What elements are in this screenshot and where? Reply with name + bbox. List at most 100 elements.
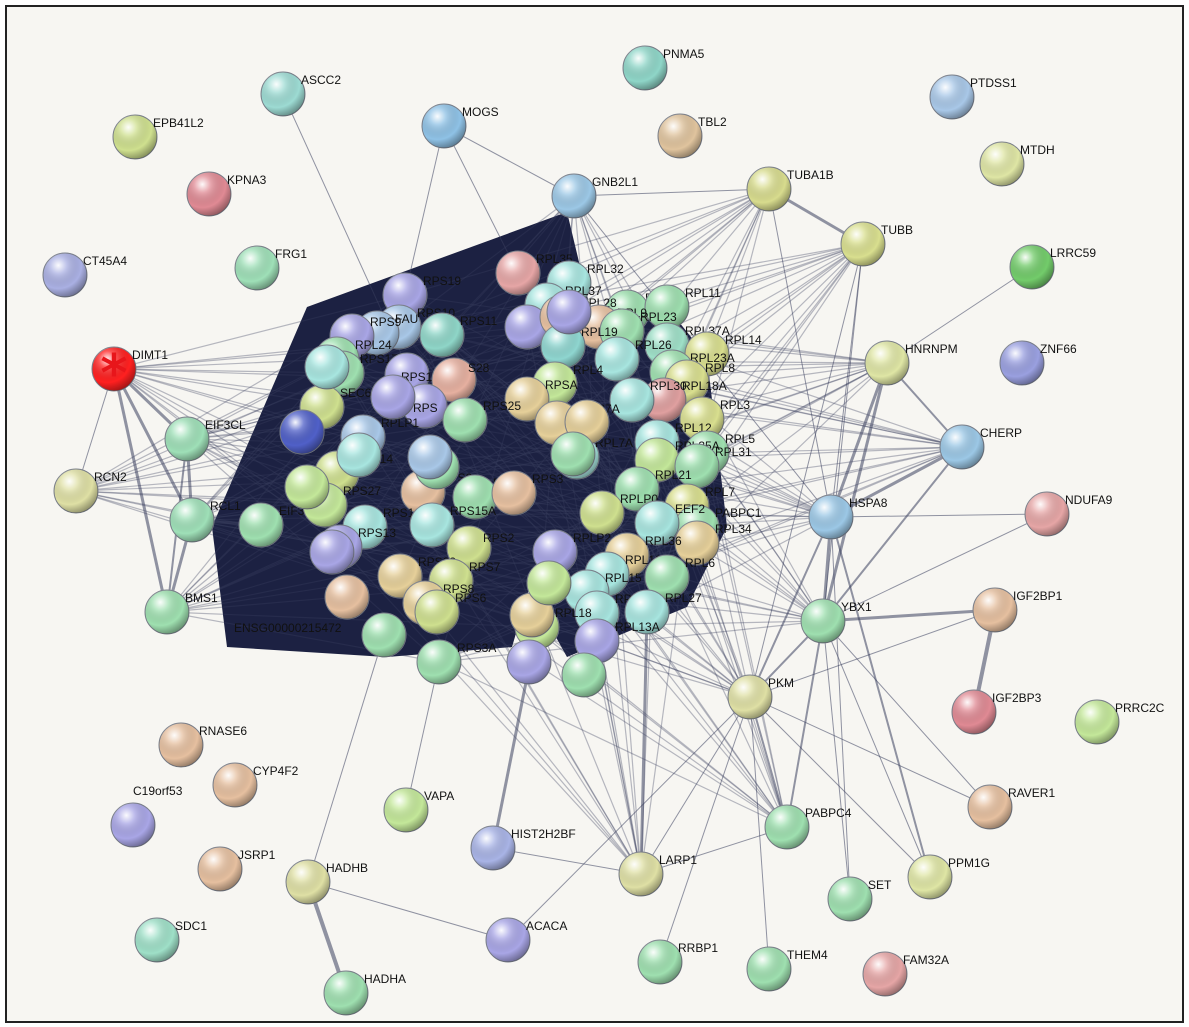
node-gnb2l1[interactable]: GNB2L1 (551, 173, 638, 219)
node-rpl6[interactable]: RPL6 (644, 554, 715, 600)
node-rpl19[interactable]: RPL19 (540, 323, 618, 369)
node-cherp[interactable]: CHERP (939, 424, 1022, 470)
node-shine (324, 971, 368, 1015)
node-label: RPL8 (705, 361, 735, 375)
node-label: SET (868, 878, 892, 892)
node-epb41l2[interactable]: EPB41L2 (112, 114, 204, 160)
node-igf2bp1[interactable]: IGF2BP1 (972, 587, 1063, 633)
node-ct45a4[interactable]: CT45A4 (42, 252, 127, 298)
node-dimt1[interactable]: *DIMT1 (91, 344, 168, 404)
node-prrc2c[interactable]: PRRC2C (1074, 699, 1165, 745)
node-label: PABPC1 (715, 506, 762, 520)
node-hspa8[interactable]: HSPA8 (808, 494, 888, 540)
node-raver1[interactable]: RAVER1 (967, 784, 1055, 830)
node-shine (940, 425, 984, 469)
node-c19orf53[interactable]: C19orf53 (110, 784, 183, 848)
node-rpsa[interactable]: RPSA (504, 376, 578, 422)
node-rpl18a[interactable]: RPL18A (641, 377, 727, 423)
node-rpl35[interactable]: RPL35 (495, 250, 573, 296)
node-ensg00000215472[interactable]: ENSG00000215472 (234, 612, 407, 658)
node-hadhb[interactable]: HADHB (285, 859, 368, 905)
node-rpl26[interactable]: RPL26 (594, 336, 672, 382)
node-rpl21[interactable]: RPL21 (614, 466, 692, 512)
node-ptdss1[interactable]: PTDSS1 (929, 74, 1017, 120)
node-shine (410, 503, 454, 547)
node-igf2bp3[interactable]: IGF2BP3 (951, 689, 1042, 735)
node-unlabeled[interactable] (506, 639, 552, 685)
node-unlabeled[interactable] (336, 432, 382, 478)
node-rrbp1[interactable]: RRBP1 (637, 939, 718, 985)
node-rcn2[interactable]: RCN2 (53, 468, 127, 514)
node-frg1[interactable]: FRG1 (234, 245, 307, 291)
node-pnma5[interactable]: PNMA5 (622, 45, 705, 91)
node-eif3a[interactable]: EIF3A (238, 502, 312, 548)
node-hadha[interactable]: HADHA (323, 970, 406, 1016)
node-unlabeled[interactable] (304, 344, 350, 390)
node-rps11[interactable]: RPS11 (419, 312, 497, 358)
node-tuba1b[interactable]: TUBA1B (746, 166, 834, 212)
node-cyp4f2[interactable]: CYP4F2 (212, 762, 299, 808)
node-unlabeled[interactable] (370, 374, 416, 420)
node-unlabeled[interactable] (309, 529, 355, 575)
node-s28[interactable]: S28 (431, 357, 490, 403)
node-label: CT45A4 (83, 254, 127, 268)
node-unlabeled[interactable] (550, 431, 596, 477)
node-mogs[interactable]: MOGS (421, 103, 499, 149)
node-znf66[interactable]: ZNF66 (999, 340, 1077, 386)
node-unlabeled[interactable] (284, 464, 330, 510)
node-rps3a[interactable]: RPS3A (416, 639, 496, 685)
node-unlabeled[interactable] (526, 560, 572, 606)
node-lrrc59[interactable]: LRRC59 (1009, 244, 1096, 290)
node-label: RPL31 (715, 445, 752, 459)
node-kpna3[interactable]: KPNA3 (186, 171, 267, 217)
node-larp1[interactable]: LARP1 (618, 851, 697, 897)
interaction-edge (598, 326, 888, 364)
node-rpl13a[interactable]: RPL13A (574, 618, 660, 664)
node-rpl11[interactable]: RPL11 (644, 284, 721, 330)
node-rpl3[interactable]: RPL3 (679, 396, 750, 442)
node-jsrp1[interactable]: JSRP1 (197, 846, 276, 892)
node-label: PABPC4 (805, 806, 852, 820)
node-rps6[interactable]: RPS6 (414, 589, 487, 635)
node-rpl30[interactable]: RPL30 (609, 377, 687, 423)
node-ppm1g[interactable]: PPM1G (907, 854, 990, 900)
node-unlabeled[interactable] (279, 409, 325, 455)
node-unlabeled[interactable] (546, 289, 592, 335)
node-unlabeled[interactable] (407, 434, 453, 480)
node-tbl2[interactable]: TBL2 (657, 113, 727, 159)
node-ascc2[interactable]: ASCC2 (260, 71, 341, 117)
node-ndufa9[interactable]: NDUFA9 (1024, 491, 1113, 537)
node-ybx1[interactable]: YBX1 (800, 598, 872, 644)
node-rplp0[interactable]: RPLP0 (579, 490, 658, 536)
node-eef2[interactable]: EEF2 (634, 500, 705, 546)
node-rps15a[interactable]: RPS15A (409, 502, 496, 548)
node-rcl1[interactable]: RCL1 (169, 497, 241, 543)
node-acaca[interactable]: ACACA (485, 917, 567, 963)
node-label: ACACA (526, 919, 567, 933)
node-unlabeled[interactable] (561, 652, 607, 698)
node-them4[interactable]: THEM4 (746, 946, 828, 992)
node-unlabeled[interactable] (324, 574, 370, 620)
node-tubb[interactable]: TUBB (840, 221, 913, 267)
node-rpl27[interactable]: RPL27 (624, 589, 702, 635)
node-sdc1[interactable]: SDC1 (134, 917, 207, 963)
node-shine (415, 590, 459, 634)
node-hnrnpm[interactable]: HNRNPM (864, 340, 958, 386)
node-rps25[interactable]: RPS25 (442, 397, 521, 443)
node-rps2[interactable]: RPS2 (446, 525, 515, 571)
node-pabpc4[interactable]: PABPC4 (764, 804, 852, 850)
node-vapa[interactable]: VAPA (383, 787, 454, 833)
node-rps3[interactable]: RPS3 (491, 470, 564, 516)
node-hist2h2bf[interactable]: HIST2H2BF (470, 825, 576, 871)
node-eif3cl[interactable]: EIF3CL (164, 416, 246, 462)
node-rpl23[interactable]: RPL23 (599, 308, 677, 354)
node-set[interactable]: SET (827, 876, 892, 922)
node-bms1[interactable]: BMS1 (144, 589, 218, 635)
node-fam32a[interactable]: FAM32A (862, 951, 949, 997)
node-rnase6[interactable]: RNASE6 (158, 722, 247, 768)
node-rpl34[interactable]: RPL34 (674, 520, 752, 566)
node-pkm[interactable]: PKM (727, 674, 794, 720)
node-mtdh[interactable]: MTDH (979, 141, 1055, 187)
